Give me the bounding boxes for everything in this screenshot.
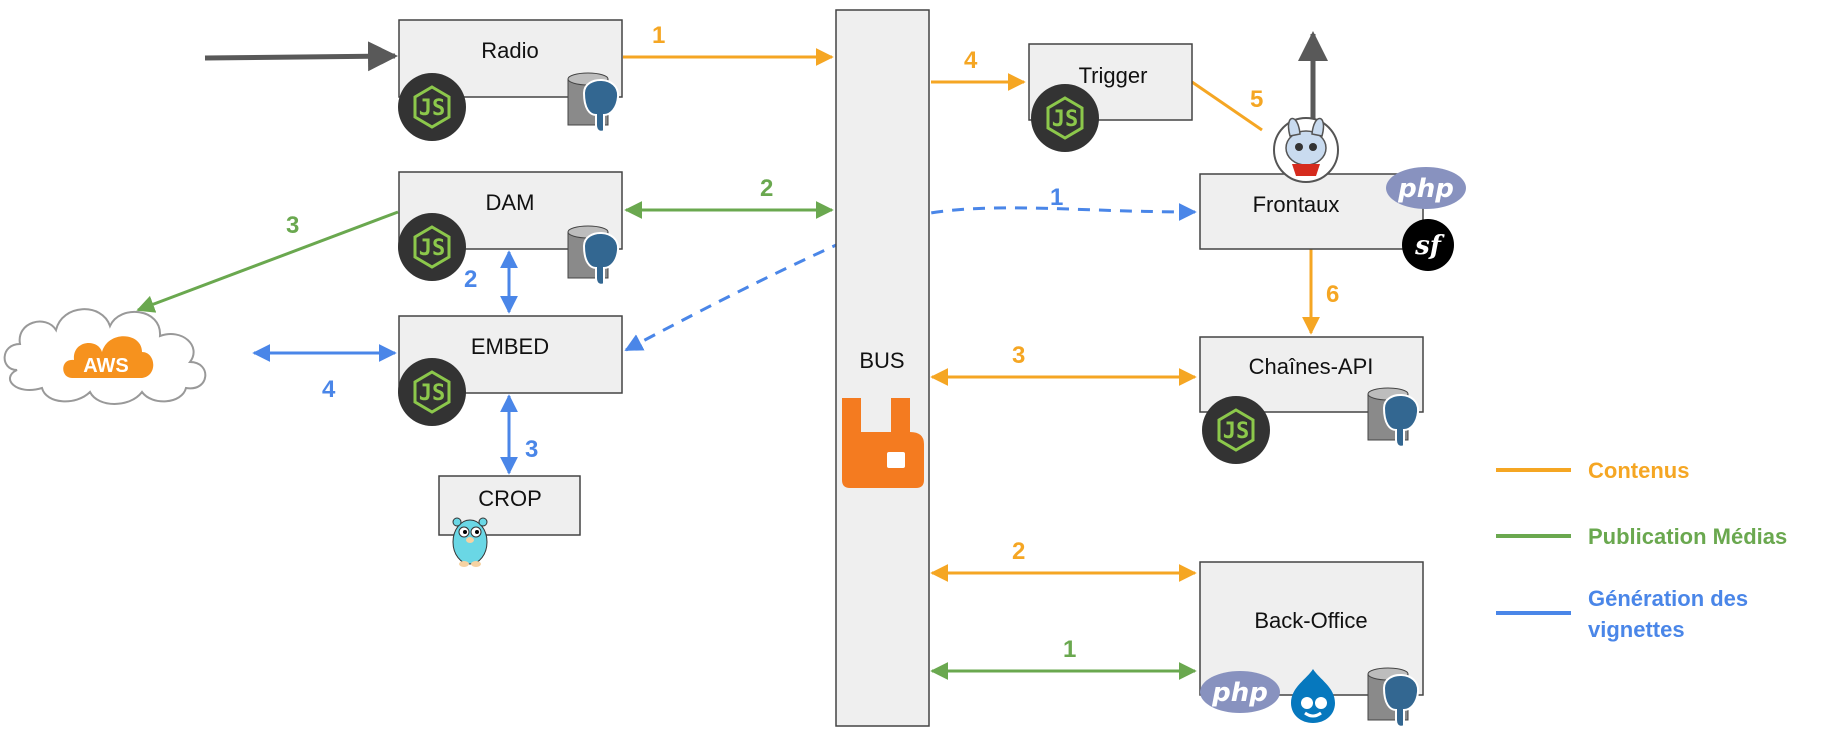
node-crop-label: CROP — [478, 486, 542, 511]
node-bus-label: BUS — [859, 348, 904, 373]
node-radio-label: Radio — [481, 38, 538, 63]
svg-text:AWS: AWS — [83, 355, 129, 377]
node-frontaux: Frontaux — [1199, 173, 1424, 250]
drupal-icon — [1291, 669, 1335, 723]
symfony-icon: sf — [1402, 219, 1454, 271]
edge-dam-aws — [136, 210, 399, 313]
edge-trigger-frontaux — [1191, 80, 1263, 132]
edge-label-trigger-frontaux: 5 — [1250, 86, 1263, 113]
edge-label-bus-trigger: 4 — [964, 47, 978, 74]
node-chaines-api-label: Chaînes-API — [1249, 354, 1374, 379]
legend-label-generation: Génération des — [1588, 586, 1748, 611]
svg-text:JS: JS — [419, 236, 446, 261]
postgresql-icon — [567, 225, 620, 286]
rabbitmq-icon — [842, 398, 924, 488]
nodejs-icon: JS — [1202, 396, 1270, 464]
edge-label-radio-bus: 1 — [652, 22, 665, 49]
svg-text:php: php — [1397, 174, 1454, 204]
legend-label-publication: Publication Médias — [1588, 524, 1787, 549]
php-icon: php — [1200, 671, 1280, 713]
input-arrow — [204, 41, 398, 72]
edge-label-dam-embed: 2 — [464, 266, 477, 293]
php-icon: php — [1386, 167, 1466, 209]
postgresql-icon — [1367, 387, 1420, 448]
edge-label-dam-bus: 2 — [760, 175, 773, 202]
node-frontaux-label: Frontaux — [1253, 192, 1340, 217]
nodejs-icon: JS — [1031, 84, 1099, 152]
node-bus: BUS — [835, 9, 930, 727]
nodejs-icon: JS — [398, 358, 466, 426]
svg-text:JS: JS — [419, 381, 446, 406]
edge-label-embed-crop: 3 — [525, 436, 538, 463]
svg-text:sf: sf — [1414, 231, 1445, 261]
svg-text:JS: JS — [1052, 107, 1079, 132]
node-embed-label: EMBED — [471, 334, 549, 359]
edge-label-bus-backoffice-publication: 1 — [1063, 636, 1076, 663]
aws-cloud-icon: AWS — [3, 308, 207, 405]
node-trigger-label: Trigger — [1079, 63, 1148, 88]
go-gopher-icon — [452, 517, 488, 567]
svg-text:php: php — [1211, 678, 1268, 708]
legend-label-contenus: Contenus — [1588, 458, 1689, 483]
node-dam-label: DAM — [486, 190, 535, 215]
legend: Contenus Publication Médias Génération d… — [1496, 458, 1787, 642]
postgresql-icon — [1367, 667, 1420, 728]
edge-label-frontaux-chaines: 6 — [1326, 281, 1339, 308]
edge-label-frontaux-embed: 1 — [1050, 184, 1063, 211]
postgresql-icon — [567, 72, 620, 133]
edge-label-bus-backoffice-contenus: 2 — [1012, 538, 1025, 565]
svg-text:JS: JS — [419, 96, 446, 121]
legend-label-generation-line2: vignettes — [1588, 617, 1685, 642]
api-platform-spider-icon — [1273, 117, 1339, 183]
edge-label-dam-aws: 3 — [286, 212, 299, 239]
nodejs-icon: JS — [398, 213, 466, 281]
node-back-office-label: Back-Office — [1254, 608, 1367, 633]
edge-label-bus-chaines: 3 — [1012, 342, 1025, 369]
nodejs-icon: JS — [398, 73, 466, 141]
edge-label-embed-aws: 4 — [322, 376, 336, 403]
svg-text:JS: JS — [1223, 419, 1250, 444]
